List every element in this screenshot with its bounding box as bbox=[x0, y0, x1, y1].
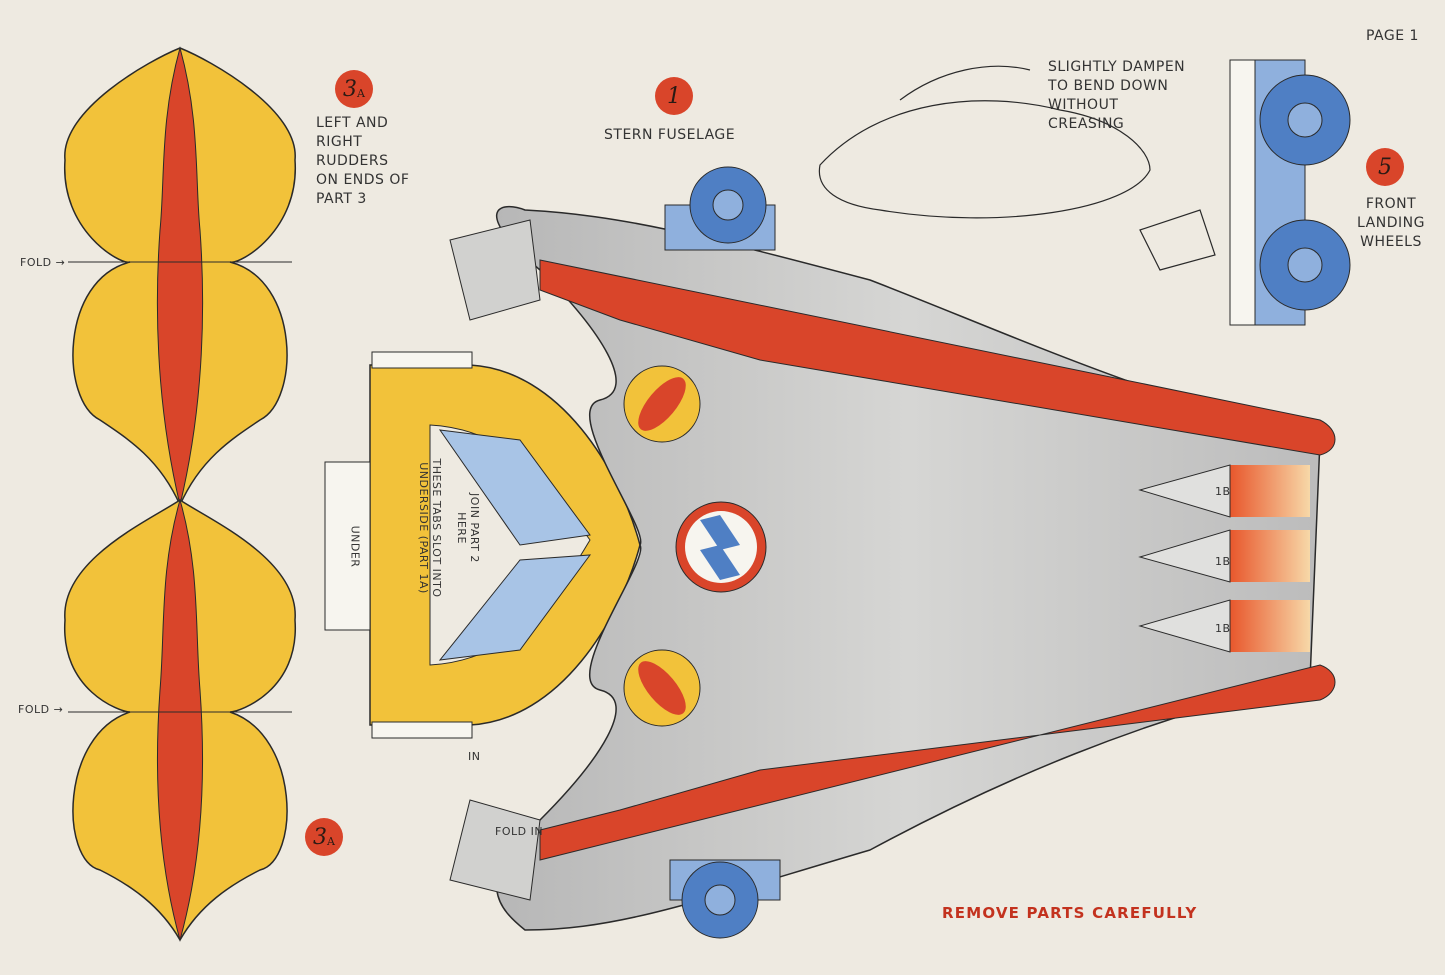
wheel-top[interactable] bbox=[664, 166, 776, 251]
wheel-bottom[interactable] bbox=[669, 859, 781, 939]
rudders-label: LEFT AND RIGHT RUDDERS ON ENDS OF PART 3 bbox=[316, 115, 410, 207]
part-1-badge: 1 bbox=[655, 77, 693, 115]
part-5-badge: 5 bbox=[1366, 148, 1404, 186]
assembly-sketch bbox=[818, 65, 1216, 271]
dampen-note: SLIGHTLY DAMPEN TO BEND DOWN WITHOUT CRE… bbox=[1048, 59, 1186, 132]
front-landing-wheels-label: FRONT LANDING WHEELS bbox=[1357, 196, 1425, 250]
tabs-note: THESE TABS SLOT INTO UNDERSIDE (PART 1A) bbox=[417, 458, 443, 598]
part-number: 3 bbox=[343, 76, 358, 102]
front-landing-wheels-piece[interactable] bbox=[1229, 59, 1351, 326]
rudder-piece-bottom[interactable] bbox=[64, 498, 296, 942]
join-note: JOIN PART 2 HERE bbox=[455, 493, 481, 563]
in-marker-bottom: IN bbox=[468, 750, 481, 763]
tail-marker-3: 1B bbox=[1215, 622, 1231, 635]
remove-parts-warning: REMOVE PARTS CAREFULLY bbox=[942, 904, 1198, 922]
stern-fuselage-label: STERN FUSELAGE bbox=[604, 127, 736, 143]
page-number: PAGE 1 bbox=[1366, 28, 1419, 44]
fold-marker-top: FOLD → bbox=[20, 256, 66, 269]
under-marker: UNDER bbox=[348, 525, 362, 568]
cockpit-frame[interactable] bbox=[324, 351, 641, 739]
tail-marker-2: 1B bbox=[1215, 555, 1231, 568]
stern-fuselage-piece[interactable] bbox=[449, 205, 1336, 931]
rudder-piece-top[interactable] bbox=[64, 46, 296, 507]
part-suffix: A bbox=[357, 86, 365, 100]
fold-in-marker: FOLD IN bbox=[495, 825, 544, 838]
part-number: 3 bbox=[313, 824, 328, 850]
part-number: 1 bbox=[667, 83, 681, 109]
part-number: 5 bbox=[1378, 154, 1392, 180]
tail-marker-1: 1B bbox=[1215, 485, 1231, 498]
fold-marker-bottom: FOLD → bbox=[18, 703, 64, 716]
part-suffix: A bbox=[327, 834, 335, 848]
